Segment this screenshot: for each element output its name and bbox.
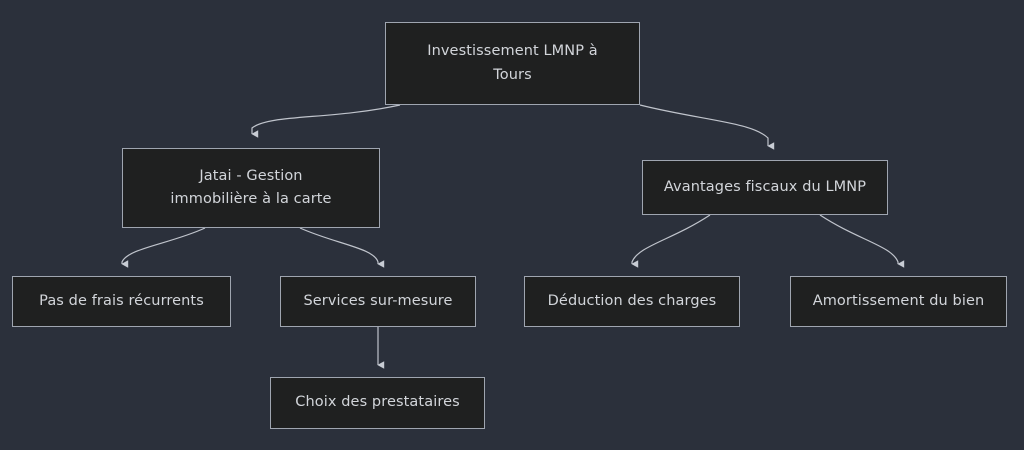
node-label: Pas de frais récurrents — [39, 292, 204, 309]
node-label: Investissement LMNP à Tours — [427, 43, 598, 83]
node-jatai-gestion-immobiliere[interactable]: Jatai - Gestion immobilière à la carte — [122, 148, 380, 228]
edge-avantages-to-deduction — [631, 214, 711, 268]
edge-root-to-jatai — [251, 104, 401, 138]
node-amortissement-du-bien[interactable]: Amortissement du bien — [790, 276, 1007, 327]
node-label: Jatai - Gestion immobilière à la carte — [170, 167, 332, 207]
edge-jatai-to-services — [299, 227, 385, 268]
node-services-sur-mesure[interactable]: Services sur-mesure — [280, 276, 476, 327]
edge-jatai-to-frais — [121, 227, 206, 268]
node-label: Amortissement du bien — [812, 292, 985, 309]
node-avantages-fiscaux-lmnp[interactable]: Avantages fiscaux du LMNP — [642, 160, 888, 215]
node-label: Choix des prestataires — [295, 394, 460, 411]
node-label: Services sur-mesure — [303, 292, 453, 309]
node-label: Avantages fiscaux du LMNP — [663, 178, 867, 195]
node-deduction-des-charges[interactable]: Déduction des charges — [524, 276, 740, 327]
node-label: Déduction des charges — [547, 292, 717, 309]
node-pas-de-frais-recurrents[interactable]: Pas de frais récurrents — [12, 276, 231, 327]
edge-avantages-to-amortis — [819, 214, 905, 268]
node-choix-des-prestataires[interactable]: Choix des prestataires — [270, 377, 485, 429]
edge-root-to-avantages — [639, 104, 775, 150]
node-investissement-lmnp-a-tours[interactable]: Investissement LMNP à Tours — [385, 22, 640, 105]
